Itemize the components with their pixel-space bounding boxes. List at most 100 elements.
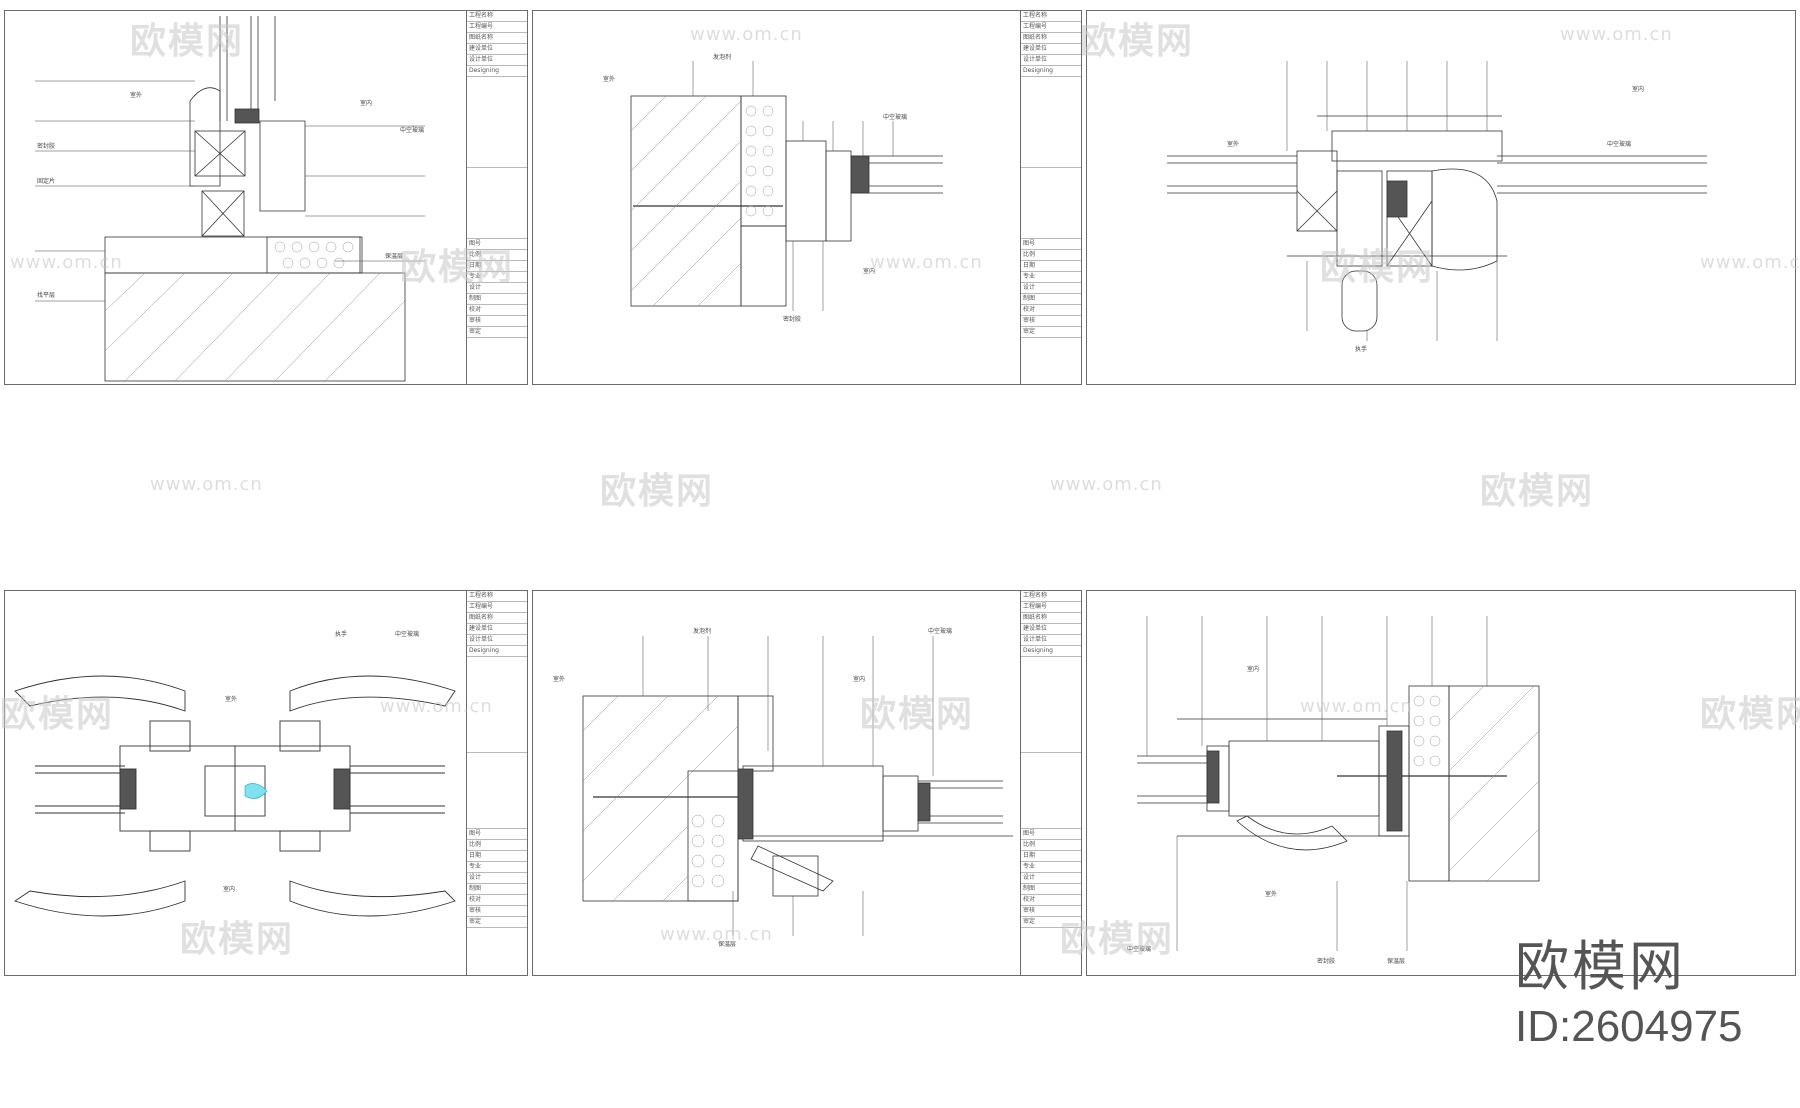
drawing-sheet-2: 发泡剂 中空玻璃 室内 密封胶 室外 工程名称 工程编号 图纸名称 建设单位 设… [532, 10, 1082, 385]
tb-row: 审核 [467, 906, 527, 917]
section-drawing: 室内 室外 中空玻璃 密封胶 保温层 [1127, 616, 1540, 965]
drawing-sheet-6: 室内 室外 中空玻璃 密封胶 保温层 [1086, 590, 1796, 976]
tb-row: 审核 [1021, 906, 1081, 917]
tb-row: 工程编号 [1021, 22, 1081, 33]
tb-row: 工程编号 [467, 602, 527, 613]
tb-row: 设计 [1021, 873, 1081, 884]
tb-row: Designing [467, 646, 527, 657]
tb-row: 设计 [467, 283, 527, 294]
tb-row: 专业 [1021, 272, 1081, 283]
drawing-sheet-4: 室外 室内 执手 中空玻璃 工程名称 工程编号 图纸名称 建设单位 设计单位 D… [4, 590, 528, 976]
tb-row: 图号 [467, 829, 527, 840]
label-interior: 室内 [1632, 85, 1644, 93]
tb-row: 制图 [467, 294, 527, 305]
tb-row: 工程名称 [1021, 591, 1081, 602]
label-fixing-plate: 固定片 [37, 177, 55, 185]
tb-row: 图号 [1021, 239, 1081, 250]
label-interior: 室内 [1247, 665, 1259, 673]
tb-row: 建设单位 [1021, 624, 1081, 635]
tb-row: 设计单位 [467, 55, 527, 66]
label-foam: 发泡剂 [713, 53, 731, 61]
tb-row: 工程编号 [467, 22, 527, 33]
tb-row: 专业 [467, 862, 527, 873]
tb-row: 审核 [467, 316, 527, 327]
label-sealant: 密封胶 [37, 142, 55, 150]
label-glass: 中空玻璃 [1127, 945, 1151, 953]
tb-row: 审定 [467, 327, 527, 338]
tb-row: 工程名称 [467, 591, 527, 602]
drawing-sheet-1: 室外 室内 中空玻璃 密封胶 固定片 保温层 找平层 工程名称 工程编号 图纸名… [4, 10, 528, 385]
label-insulation: 保温层 [1387, 957, 1405, 965]
tb-row: 图纸名称 [467, 33, 527, 44]
section-drawing: 室外 室内 中空玻璃 执手 [1167, 61, 1707, 353]
tb-row: 设计单位 [1021, 635, 1081, 646]
tb-row: 校对 [1021, 305, 1081, 316]
label-exterior: 室外 [130, 91, 142, 99]
label-glass: 中空玻璃 [395, 630, 419, 638]
tb-row: 工程名称 [1021, 11, 1081, 22]
section-drawing: 发泡剂 中空玻璃 室内 密封胶 室外 [603, 53, 943, 323]
tb-row: 日期 [1021, 261, 1081, 272]
label-exterior: 室外 [225, 695, 237, 703]
tb-row: 专业 [1021, 862, 1081, 873]
tb-row: 建设单位 [1021, 44, 1081, 55]
label-handle: 执手 [335, 630, 347, 638]
tb-row: 制图 [467, 884, 527, 895]
tb-row: 审定 [1021, 327, 1081, 338]
watermark-url: www.om.cn [150, 474, 263, 495]
tb-row: Designing [1021, 66, 1081, 77]
brand-id: ID:2604975 [1515, 1002, 1743, 1051]
title-block: 工程名称 工程编号 图纸名称 建设单位 设计单位 Designing 图号 比例… [1020, 591, 1081, 975]
title-block: 工程名称 工程编号 图纸名称 建设单位 设计单位 Designing 图号 比例… [466, 11, 527, 384]
label-handle: 执手 [1355, 345, 1367, 353]
tb-row: 图号 [467, 239, 527, 250]
label-insulation: 保温层 [385, 252, 403, 260]
label-glass: 中空玻璃 [1607, 140, 1631, 148]
title-block: 工程名称 工程编号 图纸名称 建设单位 设计单位 Designing 图号 比例… [1020, 11, 1081, 384]
label-sealant: 密封胶 [783, 315, 801, 323]
label-foam: 发泡剂 [693, 627, 711, 635]
label-exterior: 室外 [1265, 890, 1277, 898]
tb-row: Designing [1021, 646, 1081, 657]
label-interior: 室内 [863, 267, 875, 275]
tb-row: 图纸名称 [467, 613, 527, 624]
tb-row: 工程编号 [1021, 602, 1081, 613]
label-exterior: 室外 [1227, 140, 1239, 148]
tb-row: 校对 [467, 895, 527, 906]
section-drawing: 室外 室内 中空玻璃 密封胶 固定片 保温层 找平层 [35, 16, 425, 382]
tb-row: 审定 [1021, 917, 1081, 928]
label-interior: 室内 [853, 675, 865, 683]
label-exterior: 室外 [553, 675, 565, 683]
tb-row: 校对 [1021, 895, 1081, 906]
label-leveling: 找平层 [37, 291, 55, 299]
tb-row: 日期 [467, 851, 527, 862]
label-glass: 中空玻璃 [400, 126, 424, 134]
tb-row: 图纸名称 [1021, 613, 1081, 624]
tb-row: 工程名称 [467, 11, 527, 22]
tb-row: 日期 [1021, 851, 1081, 862]
tb-row: 比例 [1021, 840, 1081, 851]
tb-row: 设计 [1021, 283, 1081, 294]
watermark-url: www.om.cn [1050, 474, 1163, 495]
tb-row: 图纸名称 [1021, 33, 1081, 44]
label-glass: 中空玻璃 [883, 113, 907, 121]
label-insulation: 保温层 [718, 940, 736, 948]
tb-row: 日期 [467, 261, 527, 272]
tb-row: 图号 [1021, 829, 1081, 840]
tb-row: 设计单位 [1021, 55, 1081, 66]
watermark-logo: 欧模网 [600, 471, 715, 512]
tb-row: 建设单位 [467, 624, 527, 635]
section-drawing: 室外 室内 执手 中空玻璃 [13, 630, 456, 917]
tb-row: 建设单位 [467, 44, 527, 55]
tb-row: 审核 [1021, 316, 1081, 327]
tb-row: 制图 [1021, 884, 1081, 895]
label-sealant: 密封胶 [1317, 957, 1335, 965]
label-interior: 室内 [223, 885, 235, 893]
watermark-logo: 欧模网 [1480, 471, 1595, 512]
drawing-sheet-5: 室外 室内 中空玻璃 发泡剂 保温层 工程名称 工程编号 图纸名称 建设单位 设… [532, 590, 1082, 976]
tb-row: Designing [467, 66, 527, 77]
tb-row: 设计 [467, 873, 527, 884]
drawing-sheet-3: 室外 室内 中空玻璃 执手 [1086, 10, 1796, 385]
tb-row: 设计单位 [467, 635, 527, 646]
tb-row: 校对 [467, 305, 527, 316]
